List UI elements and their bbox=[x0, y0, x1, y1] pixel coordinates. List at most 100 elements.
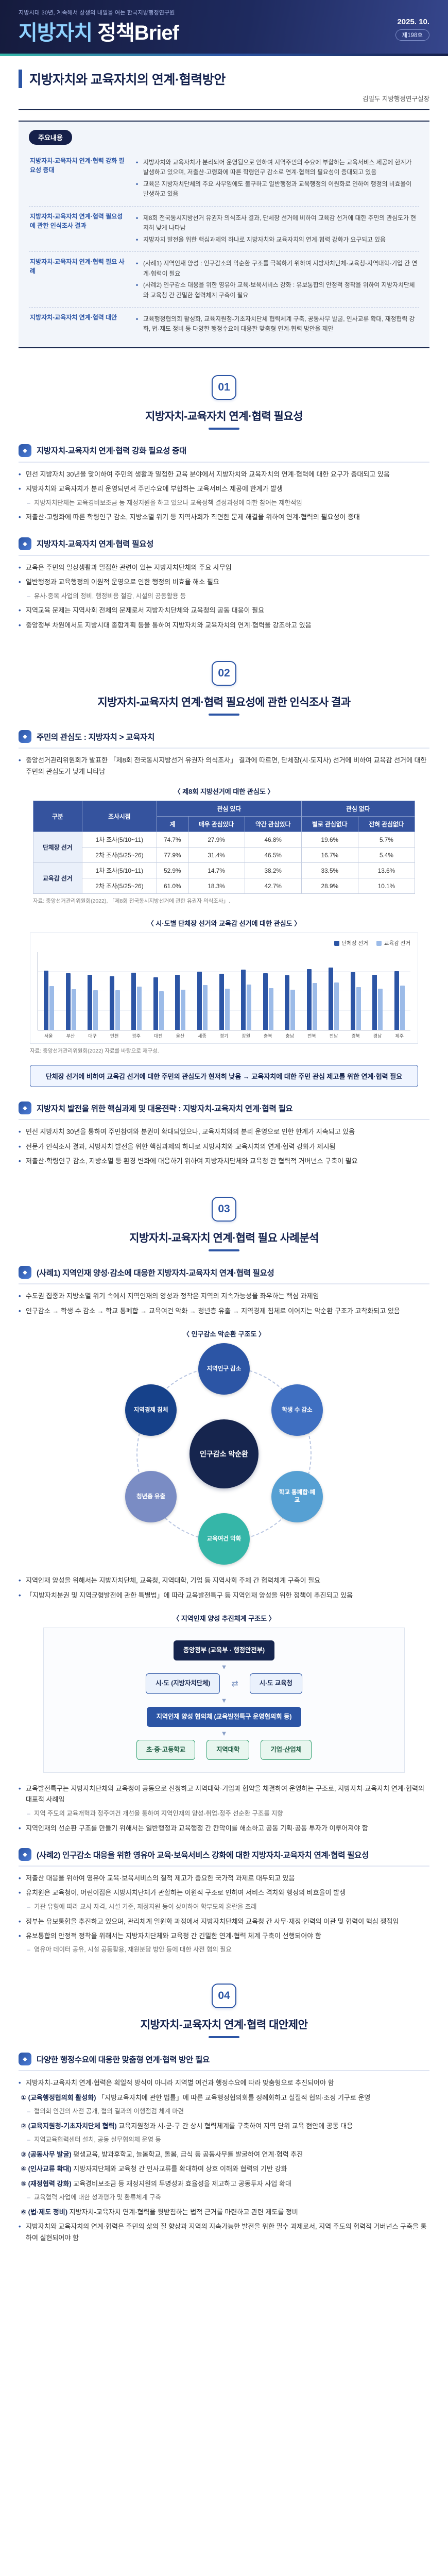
bullet-item: (사례1) 지역인재 양성 : 인구감소의 악순환 구조를 극복하기 위하여 지… bbox=[136, 259, 418, 279]
bar-group bbox=[235, 970, 257, 1030]
summary-bullets: 지방자치와 교육자치가 분리되어 운영됨으로 인하여 지역주민의 수요에 부합하… bbox=[136, 156, 418, 201]
flow-box-schools: 초·중·고등학교 bbox=[136, 1739, 196, 1760]
section-number: 01 bbox=[212, 375, 236, 400]
col-header-group: 관심 있다 bbox=[157, 801, 302, 817]
bar bbox=[202, 985, 208, 1030]
subsection: ◆ 다양한 행정수요에 대응한 맞춤형 연계·협력 방안 필요 지방자치-교육자… bbox=[19, 2053, 429, 2243]
sub-bullet-item: 지역교육협력센터 설치, 공동 실무협의체 운영 등 bbox=[19, 2135, 429, 2145]
subsection: ◆ 지방자치-교육자치 연계·협력 필요성 교육은 주민의 일상생활과 밀접한 … bbox=[19, 537, 429, 631]
numbered-item: ③ (공동사무 발굴) 평생교육, 방과후학교, 늘봄학교, 돌봄, 급식 등 … bbox=[21, 2150, 303, 2158]
bar bbox=[290, 990, 296, 1030]
sub-bullet-item: 기관 유형에 따라 교사 자격, 시설 기준, 재정지원 등이 상이하여 학부모… bbox=[19, 1902, 429, 1912]
bullet-item: 전문가 인식조사 결과, 지방자치 발전을 위한 핵심과제의 하나로 지방자치와… bbox=[19, 1141, 429, 1153]
x-tick-label: 강원 bbox=[242, 1033, 250, 1039]
diamond-icon: ◆ bbox=[19, 1848, 31, 1861]
bar-group bbox=[38, 971, 60, 1030]
diagram-caption: 〈 인구감소 악순환 구조도 〉 bbox=[182, 1330, 266, 1338]
bar-group bbox=[257, 973, 279, 1030]
subsection: ◆ 주민의 관심도 : 지방자치 > 교육자치 중앙선거관리위원회가 발표한 「… bbox=[19, 730, 429, 777]
section-title: 지방자치-교육자치 연계·협력 필요성 bbox=[145, 410, 303, 422]
x-tick-label: 인천 bbox=[110, 1033, 119, 1039]
bar bbox=[225, 989, 230, 1030]
numbered-item: ① (교육행정협의회 활성화) 「지방교육자치에 관한 법률」에 따른 교육행정… bbox=[21, 2093, 371, 2102]
cell: 19.6% bbox=[301, 832, 358, 848]
section-title-underline bbox=[209, 2036, 239, 2039]
bullet-item: 「지방자치분권 및 지역균형발전에 관한 특별법」에 따라 교육발전특구 등 지… bbox=[19, 1590, 429, 1601]
cycle-node: 지역경제 침체 bbox=[125, 1384, 177, 1436]
numbered-item: ⑥ (법·제도 정비) 지방자치-교육자치 연계·협력을 뒷받침하는 법적 근거… bbox=[21, 2208, 298, 2216]
bullet-list: 지방자치-교육자치 연계·협력은 획일적 방식이 아니라 지역별 여건과 행정수… bbox=[19, 2077, 429, 2089]
bullet-item: 지방자치 발전을 위한 핵심과제의 하나로 지방자치와 교육자치의 연계·협력 … bbox=[136, 235, 418, 245]
bar bbox=[197, 972, 202, 1030]
col-subheader: 전혀 관심없다 bbox=[357, 816, 416, 833]
legend-item: 단체장 선거 bbox=[334, 939, 368, 947]
summary-row: 지방자치-교육자치 연계·협력 강화 필요성 증대 지방자치와 교육자치가 분리… bbox=[29, 151, 419, 207]
col-subheader: 매우 관심있다 bbox=[187, 816, 245, 833]
sub-bullet-item: 협의회 안건의 사전 공개, 협의 결과의 이행점검 체계 마련 bbox=[19, 2107, 429, 2117]
bullet-item: 지방자치와 교육자치가 분리 운영되면서 주민수요에 부합하는 교육서비스 제공… bbox=[19, 483, 429, 495]
col-header: 조사시점 bbox=[81, 801, 158, 833]
chart-source: 자료: 중앙선거관리위원회(2022) 자료를 바탕으로 재구성. bbox=[30, 1048, 159, 1055]
title-divider bbox=[19, 109, 429, 110]
subsection-title: 지방자치-교육자치 연계·협력 필요성 bbox=[37, 540, 154, 549]
cell: 61.0% bbox=[157, 878, 188, 894]
x-tick-label: 충남 bbox=[285, 1033, 295, 1039]
x-tick-label: 경남 bbox=[373, 1033, 382, 1039]
bar bbox=[153, 977, 158, 1030]
bullet-item: 교육행정협의회 활성화, 교육지원청-기초자치단체 협력체계 구축, 공동사무 … bbox=[136, 314, 418, 334]
diamond-icon: ◆ bbox=[19, 730, 31, 743]
bar bbox=[285, 975, 290, 1030]
bullet-item: 저출산 대응을 위하여 영유아 교육·보육서비스의 질적 제고가 중요한 국가적… bbox=[19, 1873, 429, 1884]
cell: 14.7% bbox=[187, 862, 245, 879]
chart-title: 〈 시·도별 단체장 선거와 교육감 선거에 대한 관심도 〉 bbox=[147, 920, 301, 928]
flow-diagram-block: 〈 지역인재 양성 추진체계 구조도 〉 중앙정부 (교육부 · 행정안전부) … bbox=[0, 1613, 448, 1773]
bullet-item: 유보통합의 안정적 정착을 위해서는 지방자치단체와 교육청 간 긴밀한 연계·… bbox=[19, 1930, 429, 1942]
cell: 5.4% bbox=[357, 847, 416, 863]
diamond-icon: ◆ bbox=[19, 537, 31, 550]
x-tick-label: 세종 bbox=[198, 1033, 206, 1039]
bullet-item: 지역인재 양성을 위해서는 지방자치단체, 교육청, 지역대학, 기업 등 지역… bbox=[19, 1575, 429, 1586]
table-row: 2차 조사(5/25~26) 61.0% 18.3% 42.7% 28.9% 1… bbox=[33, 878, 416, 894]
col-subheader: 약간 관심있다 bbox=[244, 816, 302, 833]
bar bbox=[115, 990, 120, 1030]
bullet-item: 지방자치와 교육자치의 연계·협력은 주민의 삶의 질 향상과 지역의 지속가능… bbox=[19, 2221, 429, 2243]
bar bbox=[44, 971, 49, 1030]
cell: 31.4% bbox=[187, 847, 245, 863]
subsection: ◆ (사례2) 인구감소 대응을 위한 영유아 교육·보육서비스 강화에 대한 … bbox=[19, 1848, 429, 1955]
bar bbox=[312, 983, 317, 1030]
table-row: 2차 조사(5/25~26) 77.9% 31.4% 46.5% 16.7% 5… bbox=[33, 847, 416, 863]
bullet-list: 저출산 대응을 위하여 영유아 교육·보육서비스의 질적 제고가 중요한 국가적… bbox=[19, 1873, 429, 1955]
cell: 74.7% bbox=[157, 832, 188, 848]
row-group: 교육감 선거 bbox=[33, 862, 82, 894]
cell: 28.9% bbox=[301, 878, 358, 894]
bullet-item: (사례2) 인구감소 대응을 위한 영유아 교육·보육서비스 강화 : 유보통합… bbox=[136, 280, 418, 300]
bullet-item: 중앙정부 차원에서도 지방시대 종합계획 등을 통하여 지방자치와 교육자치의 … bbox=[19, 620, 429, 631]
section-number: 02 bbox=[212, 661, 236, 686]
bar-group bbox=[148, 977, 170, 1030]
summary-badge: 주요내용 bbox=[29, 130, 72, 145]
row-group: 단체장 선거 bbox=[33, 832, 82, 863]
summary-row: 지방자치-교육자치 연계·협력 필요 사례 (사례1) 지역인재 양성 : 인구… bbox=[29, 252, 419, 308]
bar-group bbox=[367, 975, 389, 1030]
numbered-proposal-list: ① (교육행정협의회 활성화) 「지방교육자치에 관한 법률」에 따른 교육행정… bbox=[19, 2092, 429, 2218]
x-tick-label: 전남 bbox=[329, 1033, 338, 1039]
bar-group bbox=[192, 972, 214, 1030]
issue-info: 2025. 10. 제198호 bbox=[395, 18, 429, 41]
bullet-item: 유치원은 교육청이, 어린이집은 지방자치단체가 관할하는 이원적 구조로 인하… bbox=[19, 1887, 429, 1899]
subsection: ◆ 지방자치 발전을 위한 핵심과제 및 대응전략 : 지방자치-교육자치 연계… bbox=[19, 1101, 429, 1167]
numbered-item: ④ (인사교류 확대) 지방자치단체와 교육청 간 인사교류를 확대하여 상호 … bbox=[21, 2165, 287, 2173]
x-tick-label: 경기 bbox=[219, 1033, 229, 1039]
summary-box: 주요내용 지방자치-교육자치 연계·협력 강화 필요성 증대 지방자치와 교육자… bbox=[19, 121, 429, 348]
summary-bullets: 제8회 전국동시지방선거 유권자 의식조사 결과, 단체장 선거에 비하여 교육… bbox=[136, 212, 418, 246]
bullet-list: 민선 지방자치 30년을 통하여 주민참여와 분권이 확대되었으나, 교육자치와… bbox=[19, 1126, 429, 1167]
bar bbox=[268, 988, 273, 1030]
bar-group bbox=[126, 973, 148, 1030]
chart-plot-area bbox=[38, 952, 410, 1031]
bullet-item: 정부는 유보통합을 추진하고 있으며, 관리체계 일원화 과정에서 지방자치단체… bbox=[19, 1916, 429, 1927]
subsection-title: (사례2) 인구감소 대응을 위한 영유아 교육·보육서비스 강화에 대한 지방… bbox=[37, 1851, 369, 1860]
legend-swatch bbox=[376, 940, 382, 946]
legend-item: 교육감 선거 bbox=[376, 939, 410, 947]
table-row: 교육감 선거 1차 조사(5/10~11) 52.9% 14.7% 38.2% … bbox=[33, 862, 416, 894]
